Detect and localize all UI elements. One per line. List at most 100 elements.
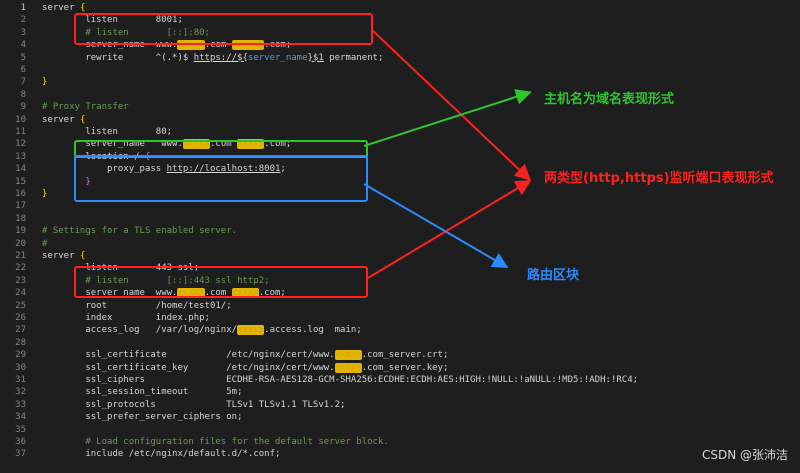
code-token: .com (204, 40, 232, 51)
code-comment: # Load configuration files for the defau… (42, 437, 389, 447)
line-number: 10 (15, 114, 26, 125)
line-number: 23 (15, 275, 26, 286)
csdn-watermark: CSDN @张沛洁 (701, 448, 788, 462)
code-line[interactable]: ssl_ciphers ECDHE-RSA-AES128-GCM-SHA256:… (42, 374, 638, 386)
code-line[interactable]: rewrite ^(.*)$ https://${server_name}$1 … (42, 52, 383, 64)
line-number: 33 (15, 399, 26, 410)
arrow-red-top (371, 29, 531, 181)
line-number: 3 (20, 27, 26, 38)
code-line[interactable]: ssl_certificate /etc/nginx/cert/www.xxxx… (42, 349, 448, 361)
code-token: .com (204, 288, 232, 299)
code-token: ; (280, 164, 286, 175)
line-number: 34 (15, 412, 26, 423)
code-token: http://localhost:8001 (166, 164, 281, 175)
code-line[interactable]: } (42, 176, 91, 188)
code-token: .com_server.key; (361, 362, 449, 373)
code-line[interactable]: server_name www.xxxxx.com xxxxxx.com; (42, 39, 291, 51)
code-comment: # listen [::]:80; (42, 27, 210, 38)
line-number: 30 (15, 362, 26, 373)
code-token: ssl_session_timeout 5m; (42, 387, 243, 398)
code-token: ssl_certificate /etc/nginx/cert/www. (42, 350, 335, 361)
line-number: 35 (15, 424, 26, 435)
code-line[interactable]: listen 8001; (42, 14, 183, 26)
line-number: 29 (15, 350, 26, 361)
code-comment: # Proxy Transfer (42, 102, 129, 113)
code-line[interactable]: listen 443 ssl; (42, 262, 199, 274)
code-line[interactable]: server { (42, 114, 85, 126)
line-number: 7 (20, 77, 26, 88)
line-number: 4 (20, 40, 26, 51)
code-token: rewrite ^(.*)$ (42, 52, 194, 63)
code-line[interactable]: ssl_prefer_server_ciphers on; (42, 411, 242, 423)
code-line[interactable]: include /etc/nginx/default.d/*.conf; (42, 448, 280, 460)
code-token: ssl_ciphers ECDHE-RSA-AES128-GCM-SHA256:… (42, 375, 639, 385)
routing-annotation: 路由区块 (527, 268, 580, 283)
code-line[interactable]: # listen [::]:80; (42, 27, 210, 39)
code-token: ssl_certificate_key /etc/nginx/cert/www. (42, 362, 335, 373)
line-number: 15 (15, 176, 26, 187)
code-token: server (42, 114, 80, 125)
ports-annotation: 两类型(http,https)监听端口表现形式 (544, 171, 774, 186)
code-token: server (42, 3, 80, 13)
code-line[interactable]: # Settings for a TLS enabled server. (42, 225, 237, 237)
code-line[interactable]: server_name www.xxxxx.com xxxxx.com; (42, 287, 286, 299)
code-token: .com; (264, 139, 292, 150)
line-number: 20 (15, 238, 26, 249)
code-token: server_name www. (42, 288, 178, 299)
line-number: 32 (15, 387, 26, 398)
arrow-blue (363, 183, 509, 269)
code-line[interactable]: } (42, 188, 47, 200)
code-token: proxy_pass (42, 164, 167, 175)
code-line[interactable]: root /home/test01/; (42, 300, 232, 312)
code-token: { (79, 251, 86, 261)
code-line[interactable]: ssl_session_timeout 5m; (42, 386, 242, 398)
code-line[interactable]: # (42, 238, 47, 250)
code-token: listen 80; (42, 127, 173, 137)
arrow-green (363, 89, 532, 147)
code-line[interactable]: server { (42, 250, 85, 262)
location-block-box (74, 155, 368, 202)
code-token: server_name (247, 52, 308, 63)
code-line[interactable]: listen 80; (42, 126, 172, 138)
redacted-text: xxxxx (177, 288, 205, 299)
redacted-text: xxxxx (231, 288, 259, 299)
code-token: } (85, 176, 91, 187)
code-token: permanent; (323, 52, 384, 63)
line-number: 12 (15, 139, 26, 150)
code-line[interactable]: # listen [::]:443 ssl http2; (42, 275, 269, 287)
line-number: 5 (20, 52, 26, 63)
code-token: listen 8001; (42, 15, 183, 26)
code-line[interactable]: index index.php; (42, 312, 210, 324)
code-line[interactable]: } (42, 76, 47, 88)
code-line[interactable]: # Load configuration files for the defau… (42, 436, 389, 448)
line-number: 25 (15, 300, 26, 311)
code-token: .com; (258, 288, 286, 299)
hostname-annotation: 主机名为域名表现形式 (544, 92, 675, 107)
line-number: 2 (20, 15, 26, 26)
listen-box-top (74, 13, 373, 45)
line-number: 14 (15, 164, 26, 175)
code-token: root /home/test01/; (42, 300, 232, 311)
code-token: server_name www. (42, 40, 178, 51)
code-comment: # (42, 238, 48, 249)
code-line[interactable]: ssl_certificate_key /etc/nginx/cert/www.… (42, 362, 448, 374)
code-token: include /etc/nginx/default.d/*.conf; (42, 449, 281, 460)
line-number: 13 (15, 151, 26, 162)
code-token: }$1 (307, 52, 324, 63)
code-line[interactable]: # Proxy Transfer (42, 101, 129, 113)
code-line[interactable]: server_name www.xxxxx.com xxxxx.com; (42, 138, 291, 150)
code-line[interactable]: ssl_protocols TLSv1 TLSv1.1 TLSv1.2; (42, 399, 345, 411)
code-token: index index.php; (42, 313, 210, 323)
line-number: 19 (15, 226, 26, 237)
line-number: 11 (15, 127, 26, 137)
code-line[interactable]: server { (42, 2, 85, 14)
redacted-text: xxxxx (237, 139, 265, 150)
code-line[interactable]: access_log /var/log/nginx/xxxxx.access.l… (42, 324, 362, 336)
line-number: 8 (20, 89, 26, 100)
code-line[interactable]: proxy_pass http://localhost:8001; (42, 163, 286, 175)
redacted-text: xxxxxx (231, 40, 265, 51)
code-token: .access.log main; (264, 325, 362, 336)
